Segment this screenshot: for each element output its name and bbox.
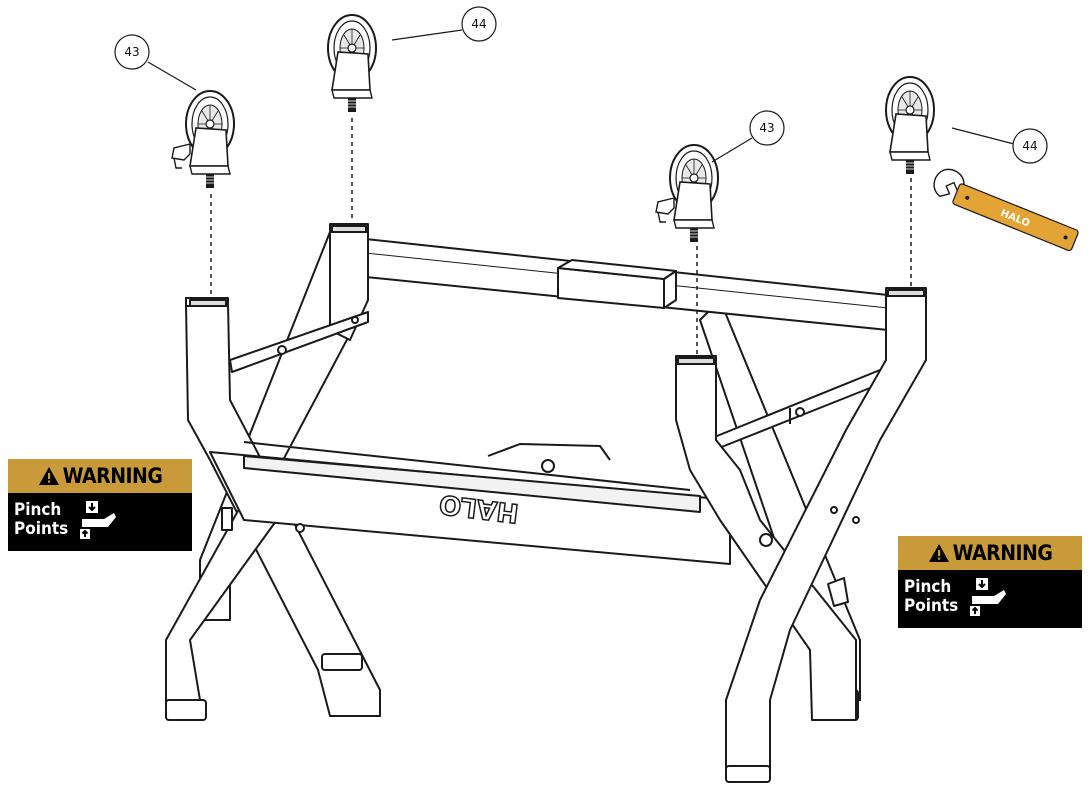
pinch-hand-icon	[970, 578, 1006, 616]
warning-body: Pinch Points	[898, 570, 1082, 628]
warning-title: WARNING	[952, 541, 1053, 565]
wrench-tool: HALO	[933, 168, 1079, 252]
callout-43-left: 43	[114, 34, 197, 91]
pinch-line-1: Pinch	[904, 577, 952, 597]
callout-label: 44	[1022, 139, 1037, 153]
warning-triangle-icon	[928, 544, 949, 562]
caster-wheel-43-left	[171, 90, 235, 189]
callout-43-right: 43	[711, 110, 785, 163]
callout-label: 43	[124, 45, 139, 59]
pinch-line-2: Points	[14, 519, 69, 539]
table-stand-frame	[165, 223, 927, 783]
callout-label: 43	[759, 121, 774, 135]
warning-body: Pinch Points	[8, 493, 192, 551]
warning-header: WARNING	[8, 459, 192, 493]
pinch-points-text: Pinch Points	[904, 578, 958, 616]
alignment-guides	[210, 118, 912, 354]
caster-wheel-43-right	[655, 144, 719, 243]
warning-triangle-icon	[38, 467, 59, 485]
caster-wheel-44-left	[327, 14, 377, 113]
callout-44-left: 44	[391, 6, 497, 42]
warning-label-right: WARNING Pinch Points	[898, 536, 1082, 628]
pinch-line-1: Pinch	[14, 500, 62, 520]
callout-label: 44	[471, 17, 486, 31]
warning-header: WARNING	[898, 536, 1082, 570]
caster-wheel-44-right	[885, 76, 935, 175]
warning-title: WARNING	[62, 464, 163, 488]
pinch-hand-icon	[80, 501, 116, 539]
warning-label-left: WARNING Pinch Points	[8, 459, 192, 551]
pinch-points-text: Pinch Points	[14, 501, 68, 539]
callout-44-right: 44	[951, 127, 1048, 164]
pinch-line-2: Points	[904, 596, 959, 616]
